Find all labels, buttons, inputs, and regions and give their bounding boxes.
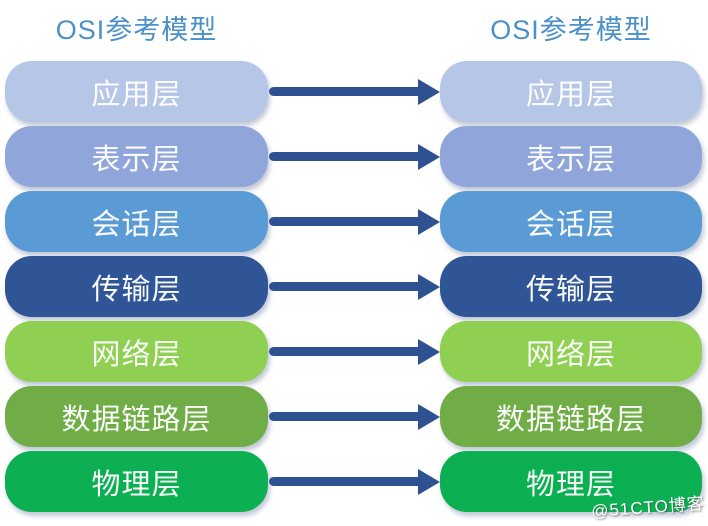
layer-label: 数据链路层 (61, 403, 212, 436)
right-layer-datalink: 数据链路层 (440, 386, 702, 447)
layer-label: 传输层 (91, 273, 182, 306)
arrow-head (418, 273, 440, 300)
layer-label: 数据链路层 (495, 403, 646, 436)
layer-label: 传输层 (525, 273, 616, 306)
left-osi-stack: 应用层 表示层 会话层 传输层 网络层 数据链路层 物理层 (5, 61, 268, 516)
arrow-head (418, 338, 440, 365)
arrow-row (266, 321, 442, 382)
arrow-shaft (269, 282, 418, 291)
left-layer-datalink: 数据链路层 (5, 386, 268, 447)
right-column-title: OSI参考模型 (490, 15, 652, 45)
layer-label: 网络层 (91, 338, 182, 371)
arrow-row (266, 386, 442, 447)
right-arrow-icon (266, 143, 442, 170)
arrow-head (418, 208, 440, 235)
arrow-shaft (269, 347, 418, 356)
left-column-title: OSI参考模型 (55, 15, 218, 45)
arrow-shaft (269, 87, 418, 96)
left-layer-application: 应用层 (5, 61, 268, 122)
layer-label: 表示层 (525, 143, 616, 176)
layer-label: 网络层 (525, 338, 616, 371)
left-layer-presentation: 表示层 (5, 126, 268, 187)
arrow-head (418, 78, 440, 105)
arrow-shaft (269, 217, 418, 226)
arrow-shaft (269, 152, 418, 161)
arrow-row (266, 61, 442, 122)
layer-label: 会话层 (91, 208, 182, 241)
left-layer-network: 网络层 (5, 321, 268, 382)
arrow-row (266, 191, 442, 252)
arrow-row (266, 256, 442, 317)
right-arrow-icon (266, 208, 442, 235)
right-layer-session: 会话层 (440, 191, 702, 252)
arrow-head (418, 143, 440, 170)
right-arrow-icon (266, 338, 442, 365)
layer-label: 物理层 (91, 468, 182, 501)
right-arrow-icon (266, 403, 442, 430)
right-layer-transport: 传输层 (440, 256, 702, 317)
left-layer-session: 会话层 (5, 191, 268, 252)
arrow-head (418, 403, 440, 430)
left-layer-transport: 传输层 (5, 256, 268, 317)
connector-arrows (266, 61, 442, 516)
right-layer-presentation: 表示层 (440, 126, 702, 187)
arrow-row (266, 126, 442, 187)
right-arrow-icon (266, 78, 442, 105)
right-layer-physical: 物理层 (440, 451, 702, 512)
right-osi-stack: 应用层 表示层 会话层 传输层 网络层 数据链路层 物理层 (440, 61, 702, 516)
layer-label: 应用层 (91, 78, 182, 111)
right-arrow-icon (266, 468, 442, 495)
left-layer-physical: 物理层 (5, 451, 268, 512)
layer-label: 物理层 (525, 468, 616, 501)
arrow-shaft (269, 477, 418, 486)
arrow-head (418, 468, 440, 495)
arrow-row (266, 451, 442, 512)
right-layer-network: 网络层 (440, 321, 702, 382)
layer-label: 会话层 (525, 208, 616, 241)
arrow-shaft (269, 412, 418, 421)
right-arrow-icon (266, 273, 442, 300)
layer-label: 表示层 (91, 143, 182, 176)
layer-label: 应用层 (525, 78, 616, 111)
right-layer-application: 应用层 (440, 61, 702, 122)
